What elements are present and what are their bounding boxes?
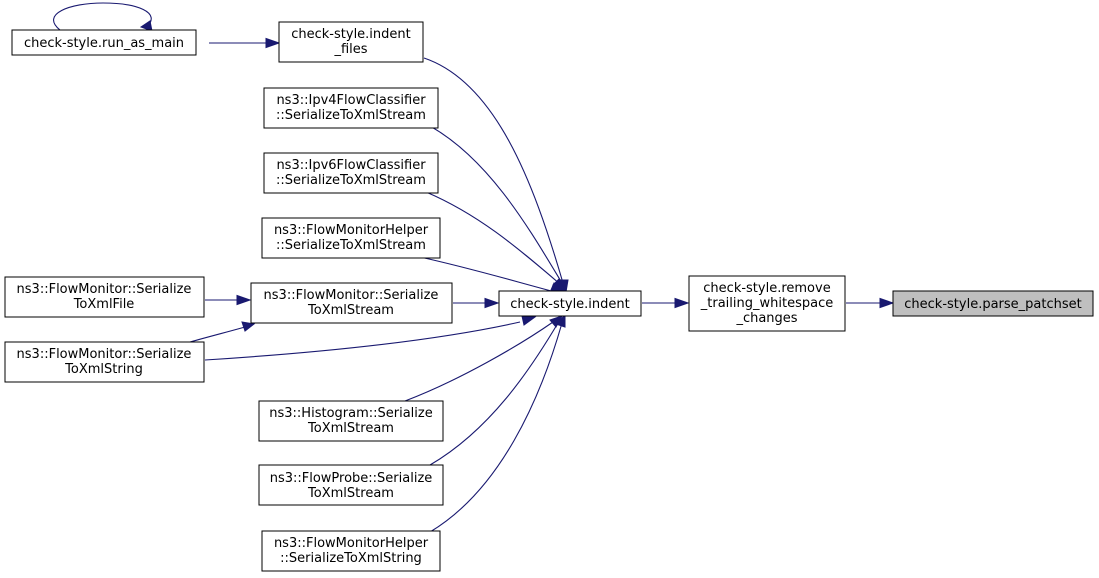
node-indent[interactable]: check-style.indent bbox=[498, 290, 642, 317]
node-flow-monitor-stream[interactable]: ns3::FlowMonitor::Serialize ToXmlStream bbox=[250, 282, 453, 324]
arrowhead-run-as-main bbox=[265, 37, 281, 49]
arrowhead-indent-bottom-2 bbox=[549, 315, 564, 328]
node-ipv6-label-2: ::SerializeToXmlStream bbox=[276, 173, 426, 188]
edge-indent-to-fm-string bbox=[204, 321, 521, 361]
edge-indent-to-ipv4 bbox=[429, 125, 563, 284]
edge-indent-to-indent-files bbox=[423, 57, 564, 284]
node-histogram-label-1: ns3::Histogram::Serialize bbox=[269, 406, 432, 421]
node-flow-monitor-helper-stream[interactable]: ns3::FlowMonitorHelper ::SerializeToXmlS… bbox=[261, 217, 441, 259]
node-histogram-label-2: ToXmlStream bbox=[307, 421, 394, 436]
node-fmh-stream-label-2: ::SerializeToXmlStream bbox=[276, 238, 426, 253]
node-fmh-string-label-2: ::SerializeToXmlString bbox=[280, 551, 422, 566]
node-fm-file-label-2: ToXmlFile bbox=[73, 297, 135, 312]
node-flowprobe-label-2: ToXmlStream bbox=[307, 486, 394, 501]
node-run-as-main[interactable]: check-style.run_as_main bbox=[11, 29, 197, 56]
edge-indent-to-flowprobe bbox=[429, 322, 559, 466]
node-parse-patchset[interactable]: check-style.parse_patchset bbox=[892, 290, 1094, 317]
arrowhead-indent-bottom-left bbox=[521, 315, 537, 326]
node-run-as-main-label: check-style.run_as_main bbox=[24, 36, 184, 51]
edge-run-as-main-self-loop bbox=[53, 2, 152, 31]
node-fm-stream-label-2: ToXmlStream bbox=[307, 303, 394, 318]
node-fm-stream-label-1: ns3::FlowMonitor::Serialize bbox=[264, 288, 439, 303]
edge-indent-to-fmh-stream bbox=[419, 256, 556, 293]
node-flowprobe-label-1: ns3::FlowProbe::Serialize bbox=[270, 471, 433, 486]
arrowhead-fm-stream-left bbox=[236, 294, 252, 306]
node-remove-ws-label-3: _changes bbox=[735, 311, 797, 326]
edge-indent-to-ipv6 bbox=[425, 191, 561, 285]
node-indent-files-label-2: _files bbox=[333, 42, 367, 57]
node-ipv4-label-1: ns3::Ipv4FlowClassifier bbox=[276, 93, 426, 108]
edge-indent-to-histogram bbox=[404, 321, 554, 402]
node-ipv6-flow-classifier[interactable]: ns3::Ipv6FlowClassifier ::SerializeToXml… bbox=[263, 152, 439, 194]
node-parse-patchset-label: check-style.parse_patchset bbox=[904, 297, 1081, 312]
node-flow-monitor-string[interactable]: ns3::FlowMonitor::Serialize ToXmlString bbox=[4, 341, 205, 383]
node-fmh-stream-label-1: ns3::FlowMonitorHelper bbox=[274, 223, 429, 238]
edge-indent-to-fmh-string bbox=[429, 322, 563, 533]
node-ipv4-label-2: ::SerializeToXmlStream bbox=[276, 108, 426, 123]
node-indent-files[interactable]: check-style.indent _files bbox=[278, 21, 424, 63]
node-fm-string-label-2: ToXmlString bbox=[64, 362, 143, 377]
node-fmh-string-label-1: ns3::FlowMonitorHelper bbox=[274, 536, 429, 551]
node-fm-file-label-1: ns3::FlowMonitor::Serialize bbox=[17, 282, 192, 297]
node-flow-monitor-helper-string[interactable]: ns3::FlowMonitorHelper ::SerializeToXmlS… bbox=[261, 530, 441, 572]
node-remove-trailing-whitespace[interactable]: check-style.remove _trailing_whitespace … bbox=[688, 275, 846, 332]
node-histogram[interactable]: ns3::Histogram::Serialize ToXmlStream bbox=[258, 400, 444, 442]
arrowhead-self-loop bbox=[139, 20, 153, 32]
node-fm-string-label-1: ns3::FlowMonitor::Serialize bbox=[17, 347, 192, 362]
node-flow-probe[interactable]: ns3::FlowProbe::Serialize ToXmlStream bbox=[258, 464, 444, 506]
node-flow-monitor-file[interactable]: ns3::FlowMonitor::Serialize ToXmlFile bbox=[4, 276, 205, 318]
node-remove-ws-label-1: check-style.remove bbox=[703, 281, 830, 296]
arrowhead-indent-left bbox=[484, 297, 500, 309]
arrowhead-remove-ws-right bbox=[879, 297, 895, 309]
edge-fm-stream-to-fm-string bbox=[189, 324, 253, 343]
node-indent-files-label-1: check-style.indent bbox=[291, 27, 411, 42]
node-ipv6-label-1: ns3::Ipv6FlowClassifier bbox=[276, 158, 426, 173]
node-remove-ws-label-2: _trailing_whitespace bbox=[700, 296, 833, 311]
node-indent-label: check-style.indent bbox=[510, 297, 630, 312]
arrowhead-fm-stream-bottom bbox=[241, 321, 256, 332]
arrowhead-indent-right bbox=[674, 297, 690, 309]
node-ipv4-flow-classifier[interactable]: ns3::Ipv4FlowClassifier ::SerializeToXml… bbox=[263, 87, 439, 129]
